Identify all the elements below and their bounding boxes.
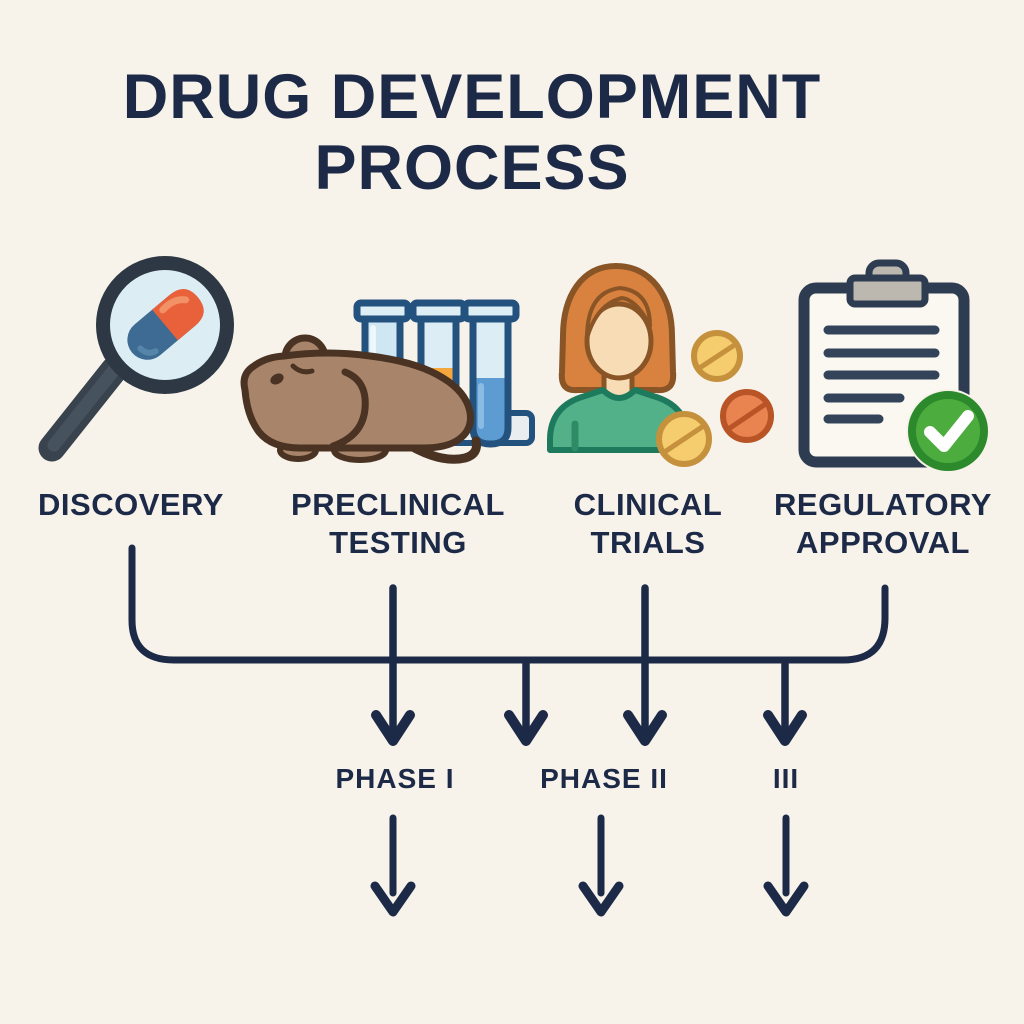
patient-face (584, 301, 654, 381)
stage-label-clinical-trials: CLINICAL TRIALS (573, 487, 723, 561)
mouse-tail (399, 436, 481, 464)
mouse-eye (270, 373, 284, 385)
test-tube-blue (461, 299, 520, 448)
clipboard-approved-icon (798, 259, 990, 473)
patient-fringe (585, 286, 652, 340)
mouse-test-tubes-icon (240, 299, 535, 464)
tablet-yellow-bottom (656, 411, 712, 467)
phase-label-1: PHASE I (335, 763, 455, 794)
tablet-orange (720, 389, 774, 443)
mouse (240, 334, 481, 464)
bracket-line (128, 544, 889, 664)
clipboard-text-lines (823, 325, 940, 424)
mid-arrowheads (371, 710, 807, 746)
phase-label-2: PHASE II (540, 763, 668, 794)
stage-label-regulatory-approval: REGULATORY APPROVAL (774, 487, 992, 561)
capsule-pill (127, 289, 204, 360)
patient (546, 263, 692, 453)
phase-label-3: III (772, 763, 800, 794)
page-title: DRUG DEVELOPMENT PROCESS (122, 62, 822, 203)
mid-arrows (389, 584, 789, 734)
stage-label-preclinical-testing: PRECLINICAL TESTING (291, 487, 505, 561)
clipboard-clip (846, 259, 929, 308)
mouse-ear-inner (290, 363, 315, 375)
mouse-haunch (329, 368, 369, 450)
stage-label-discovery: DISCOVERY (38, 487, 224, 522)
bottom-arrows (389, 814, 790, 897)
patient-pills-icon (546, 263, 774, 467)
magnifier-pill-icon (38, 256, 234, 462)
check-badge (906, 389, 990, 473)
tablet-yellow-top (691, 330, 743, 382)
magnifier-handle (38, 356, 128, 462)
bottom-arrowheads (370, 881, 809, 917)
